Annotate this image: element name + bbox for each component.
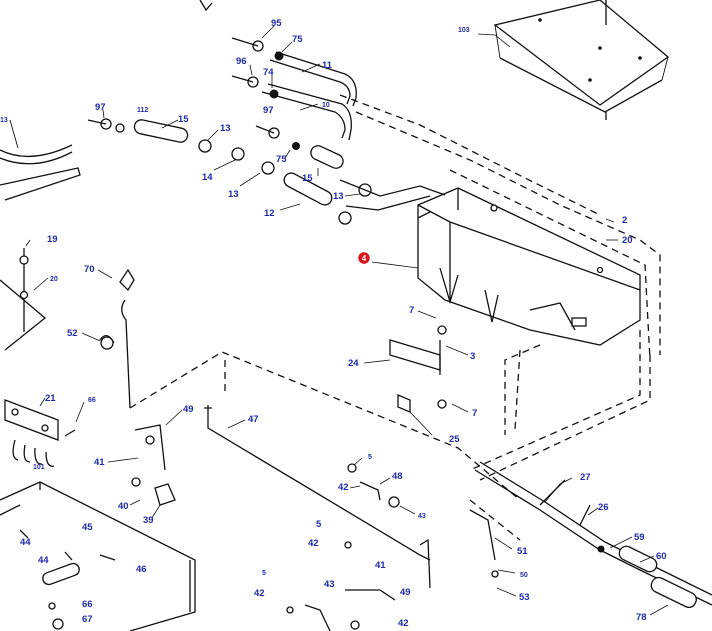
- label-40: 40: [118, 501, 129, 512]
- label-13: 13: [228, 189, 239, 200]
- label-41: 41: [94, 457, 105, 468]
- label-95: 95: [271, 18, 282, 29]
- label-7: 7: [472, 408, 477, 419]
- label-43: 43: [324, 579, 335, 590]
- left-bracket-plate: [0, 248, 47, 351]
- highlight-marker-4[interactable]: 4: [356, 250, 372, 266]
- label-5: 5: [368, 454, 372, 461]
- label-49: 49: [183, 404, 194, 415]
- label-10: 10: [322, 102, 330, 109]
- label-43: 43: [418, 513, 426, 520]
- label-67: 67: [82, 614, 93, 625]
- label-20: 20: [622, 235, 633, 246]
- label-15: 15: [178, 114, 189, 125]
- clamp-52: [99, 335, 115, 350]
- label-26: 26: [598, 502, 609, 513]
- label-53: 53: [519, 592, 530, 603]
- label-46: 46: [136, 564, 147, 575]
- label-42: 42: [338, 482, 349, 493]
- rod-51: [469, 509, 499, 578]
- label-42: 42: [398, 618, 409, 629]
- label-112: 112: [137, 107, 148, 114]
- label-3: 3: [470, 351, 475, 362]
- label-25: 25: [449, 434, 460, 445]
- lever-assembly-41: [131, 424, 176, 506]
- label-7: 7: [409, 305, 414, 316]
- label-48: 48: [392, 471, 403, 482]
- label-52: 52: [67, 328, 78, 339]
- label-59: 59: [634, 532, 645, 543]
- label-51: 51: [517, 546, 528, 557]
- label-74: 74: [263, 67, 274, 78]
- linkage-rod-47: [204, 405, 431, 589]
- hose-assembly-top: [87, 37, 446, 225]
- label-5: 5: [316, 519, 322, 530]
- label-97: 97: [95, 102, 106, 113]
- label-15: 15: [302, 173, 313, 184]
- label-50: 50: [520, 572, 528, 579]
- label-47: 47: [248, 414, 259, 425]
- label-13: 13: [220, 123, 231, 134]
- label-42: 42: [308, 538, 319, 549]
- pipe-assembly: [474, 461, 712, 609]
- label-45: 45: [82, 522, 93, 533]
- bottom-linkage: [286, 541, 396, 631]
- fitting-5-42-48: [347, 463, 400, 508]
- label-97: 97: [263, 105, 274, 116]
- base-panel: [0, 481, 196, 631]
- bracket-21: [4, 399, 76, 467]
- label-12: 12: [264, 208, 275, 219]
- label-44: 44: [20, 537, 31, 548]
- label-66: 66: [82, 599, 93, 610]
- cover-panel-103: [493, 0, 670, 120]
- label-49: 49: [400, 587, 411, 598]
- hydraulic-tank: [417, 187, 641, 346]
- dipstick-70: [119, 268, 135, 409]
- curved-guard: [0, 119, 81, 201]
- label-39: 39: [143, 515, 154, 526]
- label-20: 20: [50, 276, 58, 283]
- label-13: 13: [333, 191, 344, 202]
- label-70: 70: [84, 264, 95, 275]
- label-41: 41: [375, 560, 386, 571]
- label-27: 27: [580, 472, 591, 483]
- dashed-leader-lines: [129, 94, 661, 541]
- label-5: 5: [262, 570, 266, 577]
- callout-labels: 103 95 75 96 11 74 10 97 112 97 13 15 13…: [0, 18, 667, 629]
- label-21: 21: [45, 393, 56, 404]
- label-19: 19: [47, 234, 58, 245]
- marker-label: 4: [362, 254, 367, 263]
- label-14: 14: [202, 172, 213, 183]
- label-42: 42: [254, 588, 265, 599]
- label-103: 103: [458, 27, 470, 34]
- label-44: 44: [38, 555, 49, 566]
- label-101: 101: [33, 464, 45, 471]
- label-11: 11: [322, 60, 333, 71]
- label-75: 75: [276, 154, 287, 165]
- label-60: 60: [656, 551, 667, 562]
- label-2: 2: [622, 215, 627, 226]
- label-78: 78: [636, 612, 647, 623]
- label-66: 66: [88, 397, 96, 404]
- label-75: 75: [292, 34, 303, 45]
- label-13: 13: [0, 117, 8, 124]
- fragment-top: [199, 0, 213, 12]
- label-leaders: [25, 25, 669, 616]
- tank-bracket-24: [389, 325, 447, 413]
- label-24: 24: [348, 358, 359, 369]
- label-96: 96: [236, 56, 247, 67]
